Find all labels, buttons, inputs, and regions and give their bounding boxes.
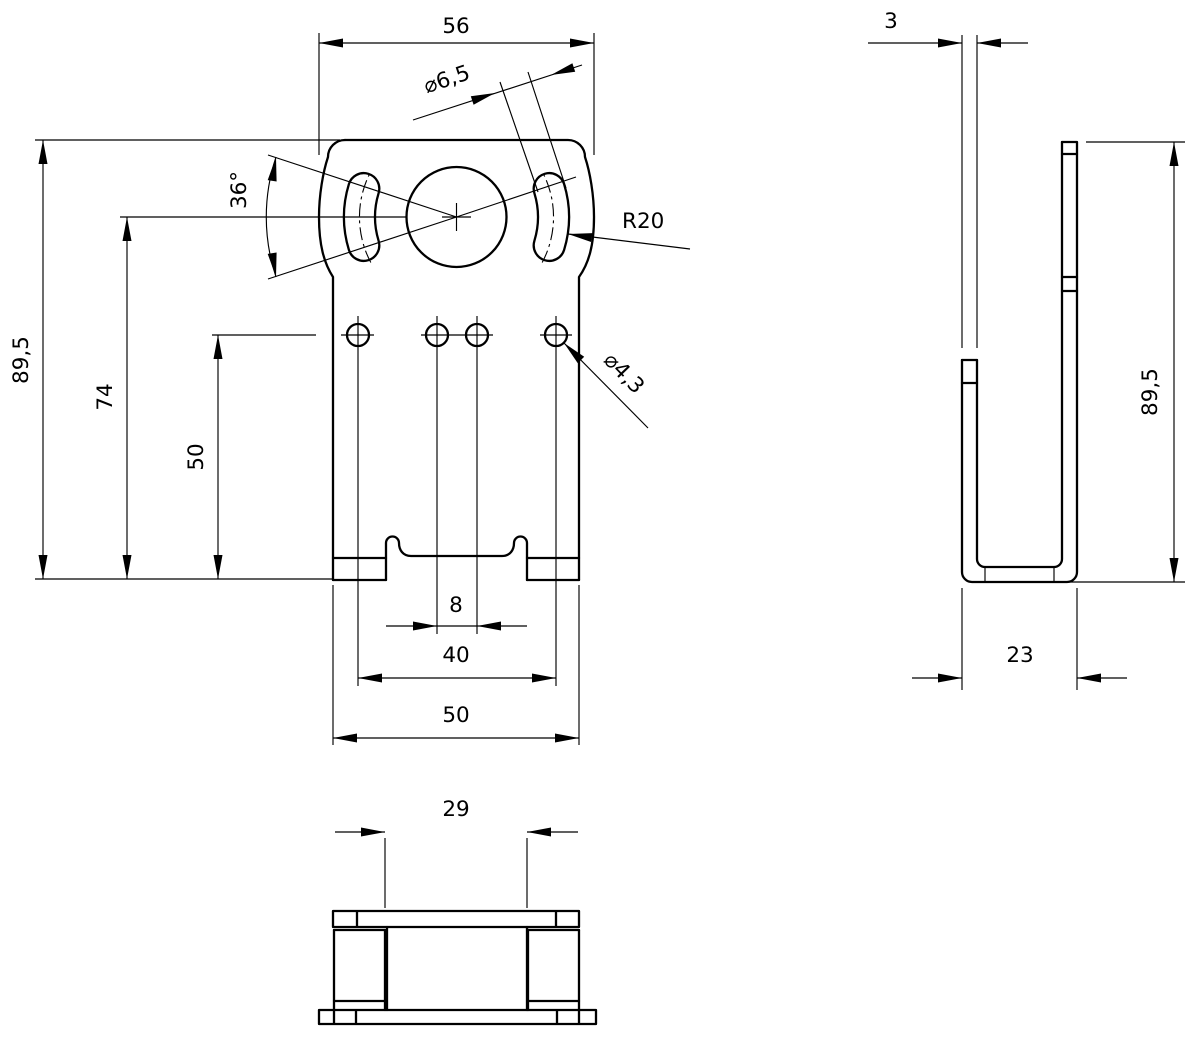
side-view-bend-tangents <box>984 567 1055 582</box>
dim-slot-angle: 36° <box>227 171 252 209</box>
front-view-centerlines <box>120 154 577 686</box>
side-view-dimensions <box>868 35 1185 690</box>
dim-outer-hole-spacing: 40 <box>442 643 469 668</box>
dim-top-width: 56 <box>442 14 469 39</box>
dimension-labels: 56 ⌀6,5 36° R20 89,5 74 50 ⌀4,3 8 40 50 … <box>9 9 1163 822</box>
slot-pitch-arcs <box>358 171 555 263</box>
side-view-outline <box>960 140 1079 584</box>
dim-side-height: 89,5 <box>1138 368 1163 416</box>
dim-thickness: 3 <box>884 9 898 34</box>
dim-base-depth: 23 <box>1006 643 1033 668</box>
dim-hole-row-height: 50 <box>184 443 209 470</box>
dim-inner-hole-spacing: 8 <box>449 593 463 618</box>
dim-hole-dia: ⌀4,3 <box>598 348 649 399</box>
dim-center-height: 74 <box>93 383 118 410</box>
dim-inner-width: 29 <box>442 797 469 822</box>
bottom-view-outline <box>317 909 598 1026</box>
right-slot <box>532 171 571 263</box>
dim-front-total-height: 89,5 <box>9 336 34 384</box>
dim-body-width: 50 <box>442 703 469 728</box>
bottom-view-dimensions <box>335 831 578 908</box>
dimension-arrowheads <box>38 38 1179 837</box>
dim-slot-dia: ⌀6,5 <box>421 61 474 100</box>
dim-slot-radius: R20 <box>622 209 664 234</box>
